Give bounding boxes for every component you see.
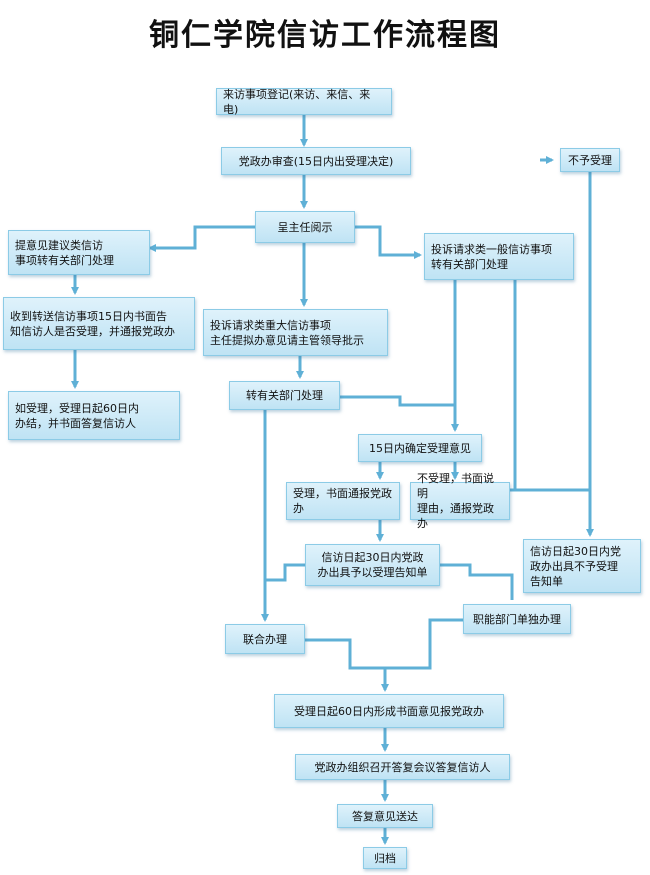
node-accepted: 受理，书面通报党政办 bbox=[286, 482, 400, 520]
arrow-joint-opinion60 bbox=[305, 638, 389, 692]
node-notice30: 信访日起30日内党政 办出具予以受理告知单 bbox=[305, 544, 440, 586]
arrow-single-opinion60 bbox=[385, 618, 463, 670]
arrow-notice30-single bbox=[440, 563, 514, 600]
arrow-transfer-decide15 bbox=[340, 395, 459, 432]
page-title: 铜仁学院信访工作流程图 bbox=[149, 18, 501, 53]
node-joint: 联合办理 bbox=[225, 624, 305, 654]
node-general: 投诉请求类一般信访事项 转有关部门处理 bbox=[424, 233, 574, 280]
arrow-general-notice30no bbox=[513, 280, 594, 537]
arrow-notice30-joint bbox=[265, 563, 305, 582]
node-transfer: 转有关部门处理 bbox=[229, 381, 340, 410]
node-notaccepted: 不受理，书面说明 理由，通报党政办 bbox=[410, 472, 510, 530]
node-suggestion: 提意见建议类信访 事项转有关部门处理 bbox=[8, 230, 150, 275]
node-opinion60: 受理日起60日内形成书面意见报党政办 bbox=[274, 694, 504, 728]
node-decide15: 15日内确定受理意见 bbox=[358, 434, 482, 462]
node-archive: 归档 bbox=[363, 847, 407, 869]
node-register: 来访事项登记(来访、来信、来电) bbox=[216, 88, 392, 116]
node-reject: 不予受理 bbox=[560, 148, 620, 172]
node-director: 呈主任阅示 bbox=[255, 211, 355, 243]
node-accept60: 如受理，受理日起60日内 办结，并书面答复信访人 bbox=[8, 391, 180, 440]
node-notice30no: 信访日起30日内党 政办出具不予受理 告知单 bbox=[523, 539, 641, 593]
arrow-director-suggestion bbox=[148, 225, 255, 252]
node-deliver: 答复意见送达 bbox=[337, 804, 433, 828]
node-major: 投诉请求类重大信访事项 主任提拟办意见请主管领导批示 bbox=[203, 309, 388, 356]
node-single: 职能部门单独办理 bbox=[463, 604, 571, 634]
arrow-director-general bbox=[355, 225, 422, 259]
node-notify15: 收到转送信访事项15日内书面告 知信访人是否受理，并通报党政办 bbox=[3, 297, 195, 350]
node-review: 党政办审查(15日内出受理决定) bbox=[221, 147, 411, 175]
node-meeting: 党政办组织召开答复会议答复信访人 bbox=[295, 754, 510, 780]
